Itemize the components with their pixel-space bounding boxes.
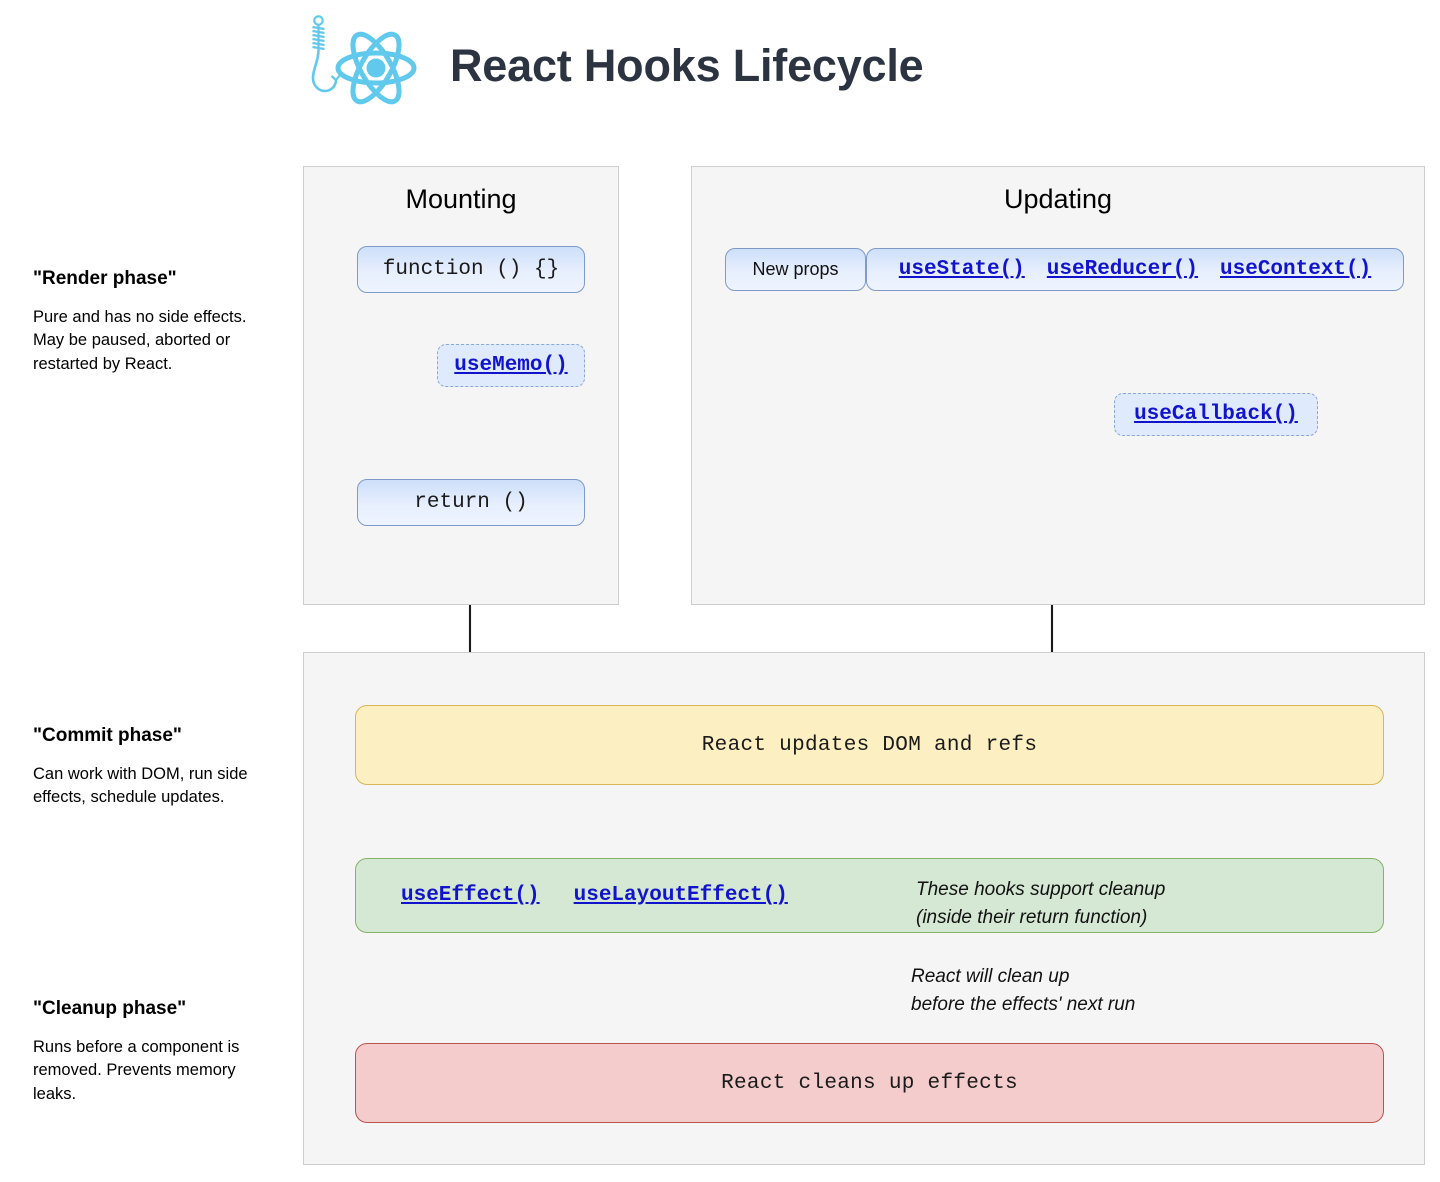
panel-updating: Updating (691, 166, 1425, 605)
node-function-label: function () {} (382, 258, 560, 281)
phase-note-render: "Render phase" Pure and has no side effe… (33, 268, 265, 376)
node-effect-hooks[interactable]: useEffect() useLayoutEffect() These hook… (355, 858, 1384, 933)
panel-title-mounting: Mounting (405, 184, 517, 214)
usereducer-link[interactable]: useReducer() (1046, 258, 1199, 281)
node-function-declaration[interactable]: function () {} (357, 246, 585, 293)
phase-description-cleanup: Runs before a component is removed. Prev… (33, 1038, 240, 1103)
node-usecallback[interactable]: useCallback() (1114, 393, 1318, 436)
node-state-hooks[interactable]: useState() useReducer() useContext() (866, 248, 1404, 291)
phase-note-commit: "Commit phase" Can work with DOM, run si… (33, 725, 265, 810)
node-new-props[interactable]: New props (725, 248, 866, 291)
phase-description-render: Pure and has no side effects. May be pau… (33, 308, 247, 373)
node-return-label: return () (414, 491, 528, 514)
phase-title-commit: "Commit phase" (33, 725, 182, 746)
effects-note-line-1: These hooks support cleanup (916, 879, 1166, 900)
effects-cleanup-note: These hooks support cleanup (inside thei… (916, 876, 1165, 931)
node-react-cleans-up-effects[interactable]: React cleans up effects (355, 1043, 1384, 1123)
effects-note-line-2: (inside their return function) (916, 906, 1148, 928)
node-usememo[interactable]: useMemo() (437, 344, 585, 387)
page-title: React Hooks Lifecycle (450, 40, 924, 91)
page-header: React Hooks Lifecycle (300, 14, 924, 118)
usememo-link[interactable]: useMemo() (454, 354, 568, 377)
usecallback-link[interactable]: useCallback() (1134, 403, 1298, 426)
uselayouteffect-link[interactable]: useLayoutEffect() (573, 884, 788, 907)
react-atom-hook-icon (311, 15, 417, 105)
phase-note-cleanup: "Cleanup phase" Runs before a component … (33, 998, 265, 1106)
cleanup-cycle-note: React will clean up before the effects' … (911, 963, 1135, 1018)
cleanup-note-line-1: React will clean up (911, 966, 1070, 987)
phase-description-commit: Can work with DOM, run side effects, sch… (33, 765, 248, 807)
node-react-updates-dom[interactable]: React updates DOM and refs (355, 705, 1384, 785)
panel-title-updating: Updating (1003, 184, 1113, 214)
node-cleanup-label: React cleans up effects (721, 1071, 1018, 1095)
node-dom-label: React updates DOM and refs (701, 733, 1038, 757)
effect-hook-links: useEffect() useLayoutEffect() (401, 884, 788, 907)
useeffect-link[interactable]: useEffect() (401, 884, 540, 907)
node-return[interactable]: return () (357, 479, 585, 526)
phase-title-cleanup: "Cleanup phase" (33, 998, 187, 1019)
phase-title-render: "Render phase" (33, 268, 177, 289)
cleanup-note-line-2: before the effects' next run (911, 993, 1136, 1015)
new-props-label: New props (752, 259, 839, 279)
usestate-link[interactable]: useState() (898, 258, 1025, 281)
usecontext-link[interactable]: useContext() (1220, 258, 1372, 281)
